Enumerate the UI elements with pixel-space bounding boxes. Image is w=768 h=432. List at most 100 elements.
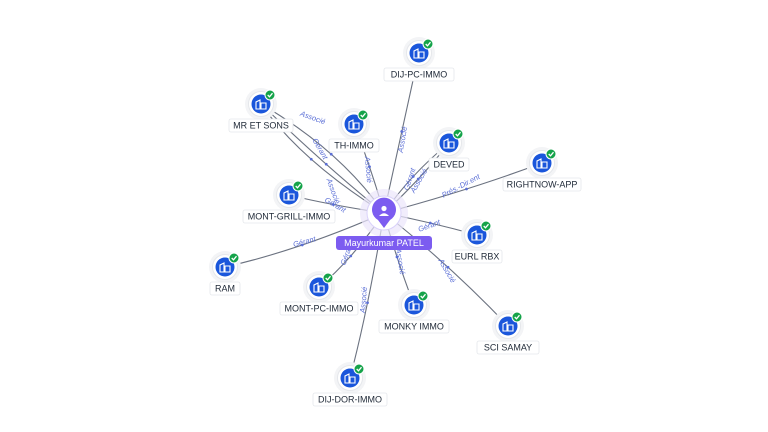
node-label: MONT-GRILL-IMMO [248,212,331,222]
edge-arrow-dot [446,265,450,269]
building-glyph [443,138,455,149]
company-node-dij-pc-immo[interactable]: DIJ-PC-IMMO [383,37,455,82]
company-node-ram[interactable]: RAM [209,251,241,296]
building-glyph [413,48,425,59]
center-node[interactable]: Mayurkumar PATEL [336,189,432,250]
company-node-eurl-rbx[interactable]: EURL RBX [451,219,503,264]
edge-label: Associé [358,286,369,314]
node-label-bg [328,138,380,153]
check-mark [325,275,331,281]
node-label: DIJ-PC-IMMO [391,70,448,80]
company-node-mont-grill-immo[interactable]: MONT-GRILL-IMMO [242,179,336,224]
edge-arrow-dot [395,255,399,259]
company-node-th-immo[interactable]: TH-IMMO [328,108,380,153]
edge-arrow-dot [400,130,404,133]
edge-label: Associé [396,126,410,154]
check-badge-icon [422,38,434,50]
edge-arrow-dot [329,152,333,156]
check-badge-icon [357,109,369,121]
node-label-bg [378,319,450,334]
check-badge-icon [417,290,429,302]
node-label-bg [279,301,359,316]
node-label: RIGHTNOW-APP [507,180,578,190]
node-label: DIJ-DOR-IMMO [318,395,382,405]
edge-arrow-dot [300,243,304,247]
check-badge-icon [228,252,240,264]
check-badge-icon [480,220,492,232]
edge-label: Gérant [417,217,442,234]
node-label-bg [312,392,388,407]
node-label: RAM [215,284,235,294]
node-label: DEVED [433,160,465,170]
company-node-monky-immo[interactable]: MONKY IMMO [378,289,450,334]
check-mark [231,255,237,261]
node-label-bg [502,177,582,192]
building-glyph [283,190,295,201]
check-mark [360,112,366,118]
node-label: TH-IMMO [334,141,374,151]
edge-arrow-dot [465,187,468,191]
node-label-bg [228,118,294,133]
node-label: SCI SAMAY [484,343,532,353]
node-label: MR ET SONS [233,121,289,131]
edge-label: Gérant [292,234,317,249]
check-mark [420,293,426,299]
check-mark [548,151,554,157]
edge-arrow-dot [411,175,415,178]
building-glyph [313,282,325,293]
node-label-bg [383,67,455,82]
node-label: MONKY IMMO [384,322,444,332]
building-glyph [502,321,514,332]
building-glyph [344,373,356,384]
building-glyph [536,158,548,169]
edge-label: Associé [298,109,327,127]
edge-arrow-dot [309,157,313,161]
check-mark [483,223,489,229]
edge-arrow-dot [428,221,432,225]
check-mark [267,92,273,98]
check-mark [514,314,520,320]
company-node-sci-samay[interactable]: SCI SAMAY [476,310,540,355]
edge-arrow-dot [416,177,420,181]
company-node-dij-dor-immo[interactable]: DIJ-DOR-IMMO [312,362,388,407]
person-icon [379,205,389,216]
check-badge-icon [322,272,334,284]
node-label: EURL RBX [455,252,500,262]
edge-arrow-dot [331,203,335,206]
edge-arrow-dot [366,301,369,305]
nodes-layer: DIJ-PC-IMMO MR ET SONS TH-IMMO DEVED RIGHTNO… [209,37,582,407]
check-mark [455,131,461,137]
building-glyph [348,119,360,130]
node-label-bg [428,157,470,172]
edge-arrow-dot [324,162,328,166]
company-node-deved[interactable]: DEVED [428,127,470,172]
node-label-bg [451,249,503,264]
check-mark [425,41,431,47]
node-label-bg [242,209,336,224]
building-glyph [471,230,483,241]
check-badge-icon [292,180,304,192]
node-label-bg [209,281,241,296]
node-label: MONT-PC-IMMO [285,304,354,314]
check-badge-icon [452,128,464,140]
check-mark [356,366,362,372]
company-node-mont-pc-immo[interactable]: MONT-PC-IMMO [279,271,359,316]
node-label-bg [476,340,540,355]
building-glyph [219,262,231,273]
check-badge-icon [511,311,523,323]
company-node-mr-et-sons[interactable]: MR ET SONS [228,88,294,133]
edge-label: Associé [363,155,374,183]
check-badge-icon [353,363,365,375]
edge-arrow-dot [349,254,353,258]
building-glyph [408,300,420,311]
check-badge-icon [264,89,276,101]
edge-label: Associé [394,247,408,275]
check-badge-icon [545,148,557,160]
center-name: Mayurkumar PATEL [344,238,424,248]
company-node-rightnow-app[interactable]: RIGHTNOW-APP [502,147,582,192]
edge-label: Gérant [311,137,331,162]
check-mark [295,183,301,189]
center-label-bg [336,236,432,250]
edge-arrow-dot [368,165,371,169]
